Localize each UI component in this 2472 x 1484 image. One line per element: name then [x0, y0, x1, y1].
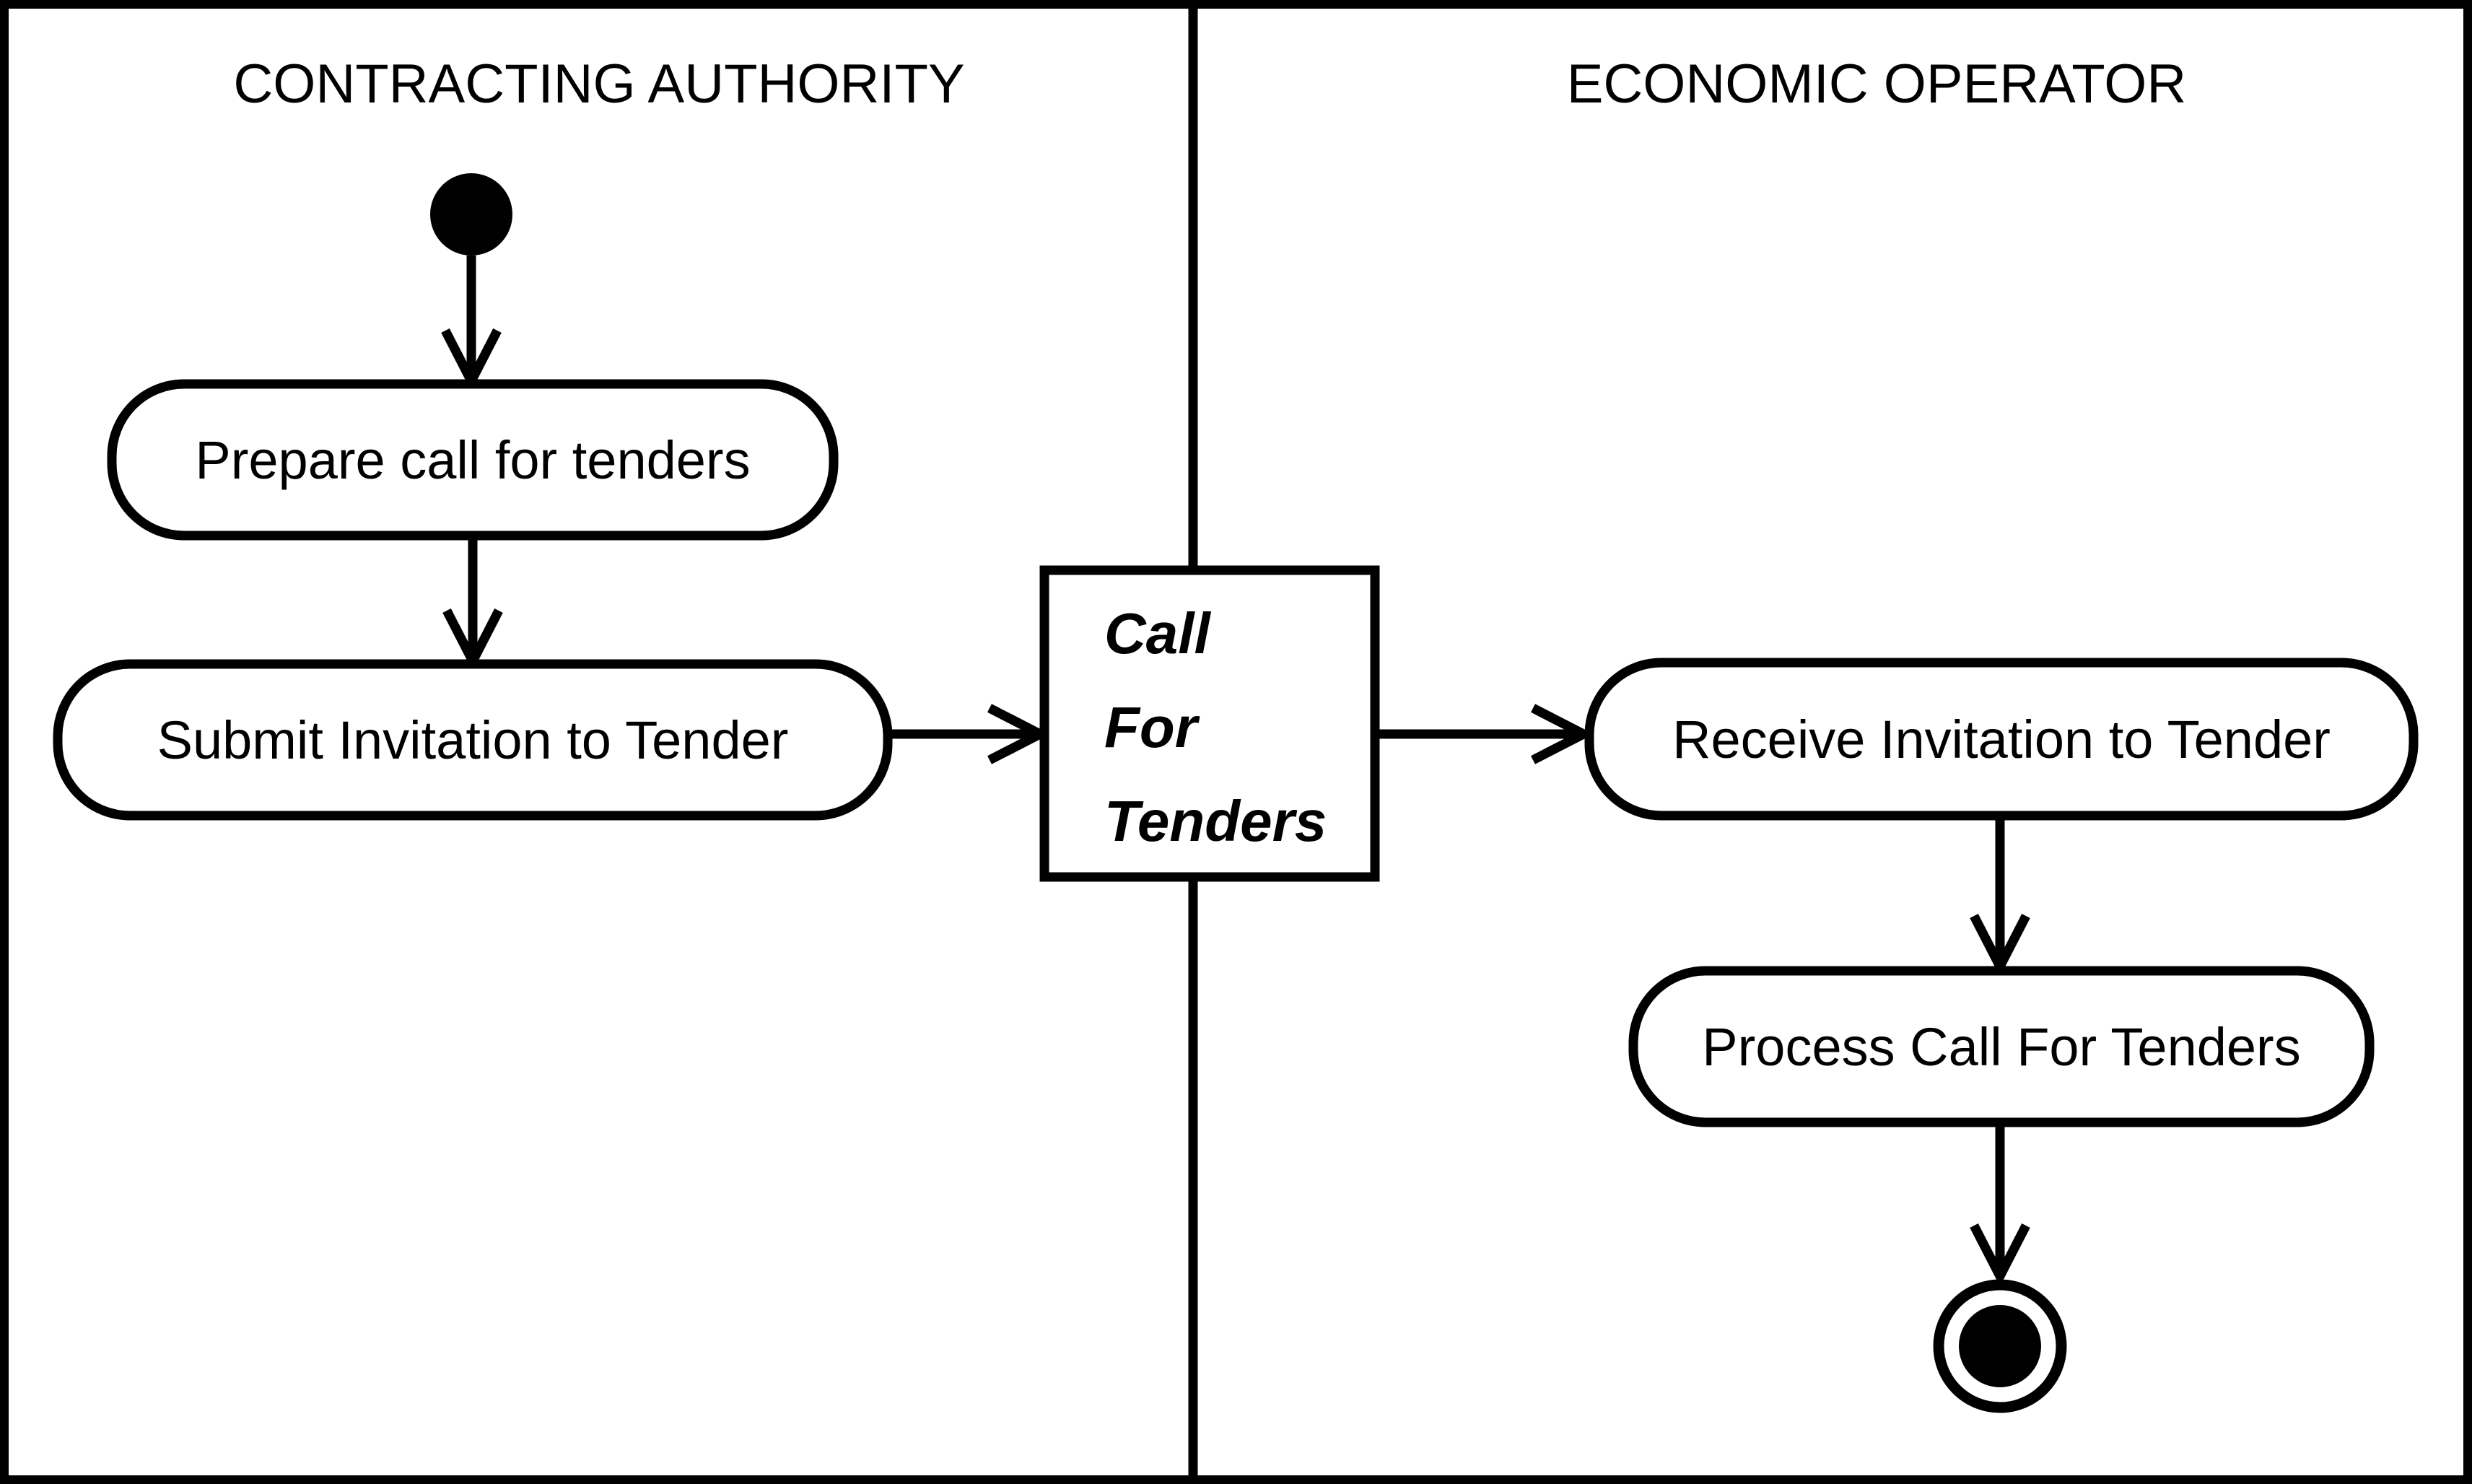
final-node-outer-ring: [1933, 1279, 2067, 1413]
arrowhead-down-icon: [1970, 1223, 2030, 1287]
object-label-line-3: Tenders: [1104, 789, 1327, 853]
edge-receive-to-process: [1970, 816, 2030, 977]
initial-node: [430, 173, 512, 256]
object-label-line-1: Call: [1104, 601, 1211, 665]
object-label-line-2: For: [1104, 695, 1200, 759]
edge-start-to-prepare: [441, 256, 502, 392]
lane-title-economic-operator: ECONOMIC OPERATOR: [1567, 53, 2187, 115]
action-submit-invitation-to-tender: Submit Invitation to Tender: [53, 659, 893, 821]
action-label: Process Call For Tenders: [1702, 1017, 2300, 1077]
final-node-inner-dot: [1959, 1305, 2041, 1387]
final-node: [1933, 1279, 2067, 1413]
edge-process-to-final: [1970, 1122, 2030, 1287]
action-label: Prepare call for tenders: [195, 430, 750, 490]
edge-prepare-to-submit: [442, 536, 503, 672]
object-shape: [1039, 565, 1380, 882]
arrowhead-right-icon: [1531, 704, 1594, 764]
action-label: Receive Invitation to Tender: [1672, 710, 2331, 769]
lane-title-contracting-authority: CONTRACTING AUTHORITY: [233, 53, 964, 115]
object-node-call-for-tenders: Call For Tenders: [1039, 565, 1380, 882]
action-label: Submit Invitation to Tender: [157, 710, 789, 770]
action-prepare-call-for-tenders: Prepare call for tenders: [107, 379, 839, 541]
edge-call-for-tenders-to-receive: [1375, 704, 1594, 764]
action-shape: [53, 659, 893, 821]
action-process-call-for-tenders: Process Call For Tenders: [1628, 966, 2375, 1127]
edge-submit-to-call-for-tenders: [888, 704, 1051, 764]
action-receive-invitation-to-tender: Receive Invitation to Tender: [1584, 658, 2419, 821]
